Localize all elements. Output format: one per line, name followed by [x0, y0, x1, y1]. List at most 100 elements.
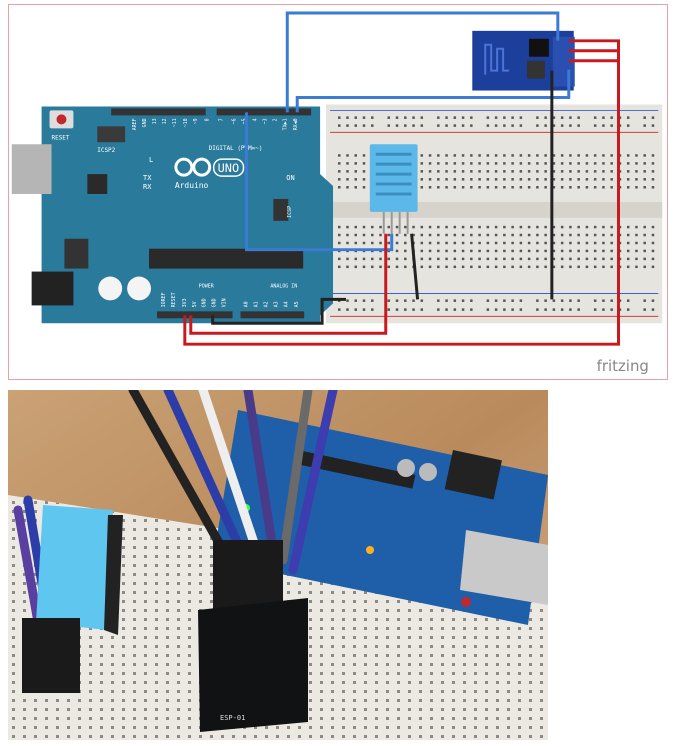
breadboard-hole	[519, 170, 523, 173]
breadboard-hole	[354, 186, 357, 189]
breadboard-hole	[511, 265, 514, 269]
breadboard-hole	[362, 265, 366, 269]
breadboard-hole	[486, 265, 490, 269]
pin-label: RESET	[171, 292, 177, 307]
breadboard-hole	[486, 162, 490, 165]
breadboard-hole	[338, 178, 341, 181]
breadboard-hole	[346, 308, 349, 311]
breadboard-hole	[610, 257, 613, 261]
breadboard-hole	[503, 170, 506, 173]
breadboard-hole	[453, 249, 457, 253]
breadboard-hole	[503, 233, 506, 237]
breadboard-hole	[371, 299, 374, 302]
pin-label: GND	[202, 298, 208, 307]
breadboard-hole	[519, 186, 523, 189]
breadboard-hole	[395, 249, 399, 253]
breadboard-hole	[552, 186, 556, 189]
breadboard-hole	[552, 154, 556, 157]
breadboard-hole	[437, 162, 440, 165]
breadboard-hole	[461, 257, 465, 261]
breadboard-hole	[602, 225, 605, 229]
breadboard-hole	[560, 186, 564, 189]
breadboard-hole	[412, 233, 415, 237]
breadboard-hole	[470, 249, 473, 253]
breadboard-hole	[503, 186, 506, 189]
breadboard-hole	[470, 299, 473, 302]
breadboard-hole	[453, 225, 457, 229]
breadboard-hole	[610, 178, 613, 181]
breadboard-hole	[420, 299, 424, 302]
breadboard-hole	[420, 308, 424, 311]
breadboard-hole	[494, 257, 498, 261]
breadboard-hole	[519, 308, 523, 311]
breadboard-hole	[346, 241, 349, 245]
breadboard-hole	[610, 233, 613, 237]
breadboard-hole	[569, 178, 572, 181]
pin-label: A3	[273, 301, 279, 307]
breadboard-hole	[362, 308, 366, 311]
breadboard-hole	[453, 154, 457, 157]
breadboard-hole	[651, 186, 655, 189]
icsp-label: ICSP	[287, 206, 293, 218]
breadboard-hole	[453, 257, 457, 261]
breadboard-hole	[461, 170, 465, 173]
breadboard-hole	[527, 257, 531, 261]
breadboard-hole	[437, 265, 440, 269]
breadboard-hole	[585, 170, 589, 173]
breadboard-hole	[527, 225, 531, 229]
breadboard-hole	[486, 170, 490, 173]
breadboard-hole	[544, 257, 547, 261]
pin-label: 7	[219, 118, 225, 121]
pin-label: 5V	[192, 301, 198, 307]
breadboard-hole	[503, 178, 506, 181]
breadboard-hole	[428, 162, 432, 165]
breadboard-hole	[635, 257, 638, 261]
breadboard-hole	[651, 257, 655, 261]
breadboard-hole	[387, 233, 391, 237]
breadboard-hole	[461, 299, 465, 302]
breadboard-hole	[585, 186, 589, 189]
breadboard-hole	[503, 154, 506, 157]
breadboard-hole	[585, 241, 589, 245]
breadboard-hole	[527, 233, 531, 237]
breadboard-hole	[379, 233, 382, 237]
breadboard-hole	[635, 225, 638, 229]
breadboard-hole	[437, 257, 440, 261]
power-label: POWER	[199, 283, 214, 289]
breadboard-hole	[560, 225, 564, 229]
breadboard-hole	[651, 225, 655, 229]
breadboard-hole	[503, 257, 506, 261]
breadboard-hole	[404, 124, 407, 127]
breadboard-hole	[387, 257, 391, 261]
breadboard-hole	[511, 170, 514, 173]
breadboard-hole	[577, 265, 580, 269]
breadboard-hole	[387, 308, 391, 311]
pin-label: 13	[152, 118, 158, 124]
breadboard-hole	[602, 162, 605, 165]
breadboard-hole	[519, 299, 523, 302]
breadboard-hole	[569, 186, 572, 189]
breadboard-hole	[593, 233, 597, 237]
breadboard-hole	[602, 249, 605, 253]
breadboard-hole	[610, 249, 613, 253]
breadboard-hole	[478, 170, 481, 173]
breadboard-hole	[536, 154, 539, 157]
breadboard-hole	[602, 241, 605, 245]
breadboard-hole	[395, 225, 399, 229]
breadboard-hole	[569, 265, 572, 269]
breadboard-hole	[651, 233, 655, 237]
breadboard-hole	[346, 186, 349, 189]
breadboard-hole	[470, 186, 473, 189]
breadboard-hole	[626, 249, 630, 253]
wire-gnd-dht	[410, 233, 420, 300]
breadboard-hole	[560, 299, 564, 302]
breadboard-hole	[494, 225, 498, 229]
breadboard-hole	[338, 154, 341, 157]
breadboard-hole	[577, 249, 580, 253]
power-header	[156, 311, 233, 319]
breadboard-hole	[527, 162, 531, 165]
breadboard-hole	[602, 116, 605, 119]
photo-esp-connector	[213, 540, 283, 610]
breadboard-hole	[395, 308, 399, 311]
